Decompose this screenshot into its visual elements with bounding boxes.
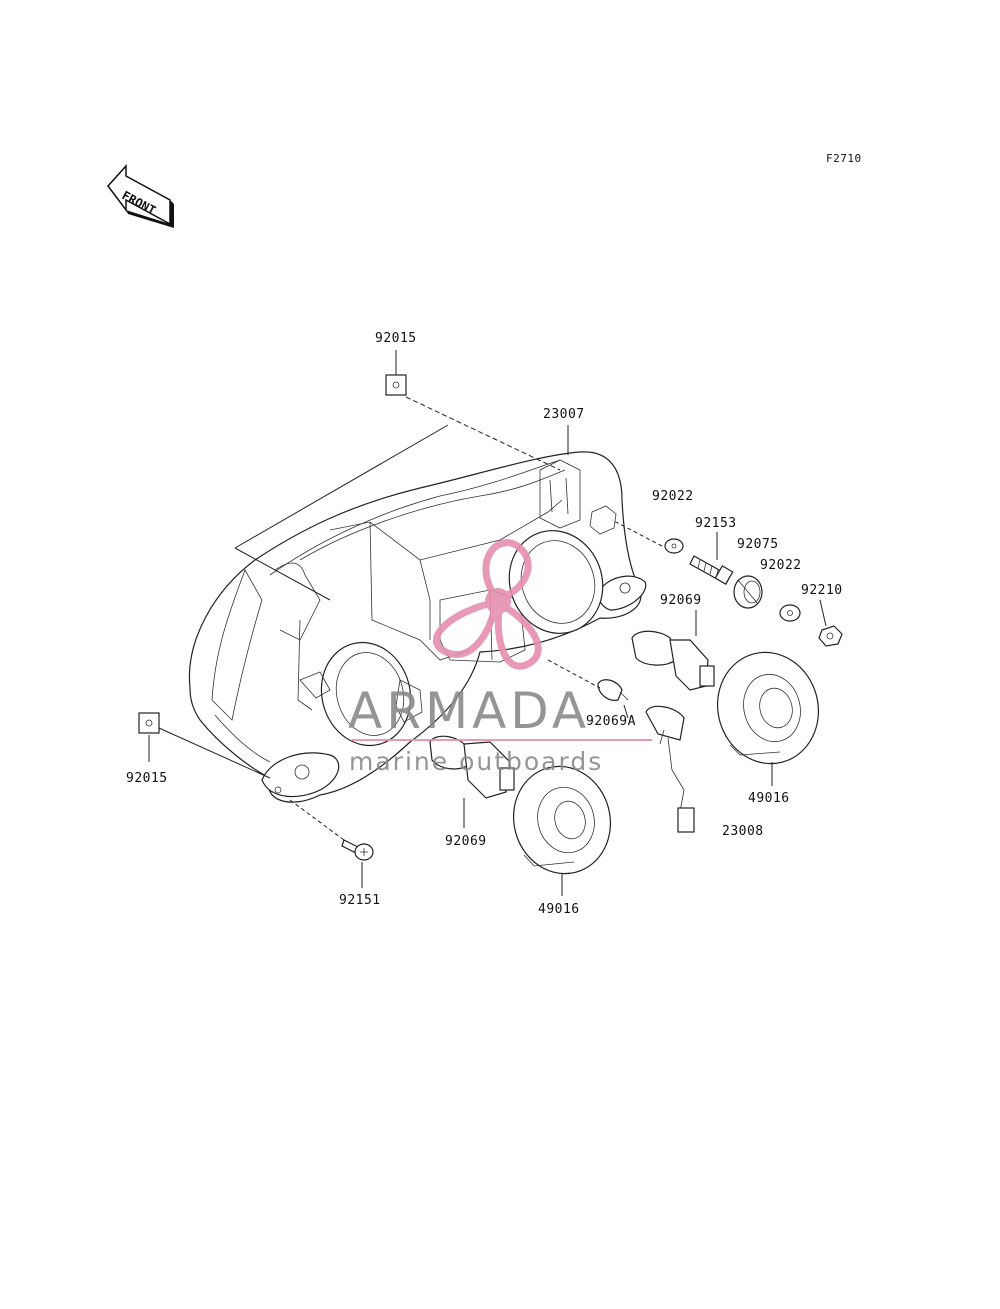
- low-beam-reflector: [299, 641, 423, 747]
- part-label[interactable]: 92151: [339, 893, 381, 908]
- dust-cover-left: [512, 765, 612, 875]
- figure-code: F2710: [826, 152, 862, 165]
- socket-wiring: [645, 705, 695, 833]
- part-label[interactable]: 23007: [543, 407, 585, 422]
- washer-b: [779, 604, 801, 622]
- watermark: ARMADA marine outboards: [348, 539, 652, 776]
- watermark-brand: ARMADA: [348, 682, 590, 740]
- bulb-position: [597, 679, 629, 701]
- clip-nut-left: [138, 712, 160, 734]
- part-label[interactable]: 92069: [445, 834, 487, 849]
- propeller-logo-icon: [432, 539, 542, 670]
- part-label[interactable]: 92069A: [586, 714, 636, 729]
- part-label[interactable]: 23008: [722, 824, 764, 839]
- leader-lines: [148, 350, 827, 896]
- bulb-left: [429, 735, 515, 799]
- washer-a: [664, 538, 684, 554]
- part-labels: 92015 23007 92022 92153 92075 92022 9221…: [126, 331, 843, 917]
- part-label[interactable]: 92210: [801, 583, 843, 598]
- clip-nut-top: [385, 374, 407, 396]
- watermark-tagline: marine outboards: [349, 747, 603, 776]
- part-label[interactable]: 49016: [748, 791, 790, 806]
- front-arrow-icon: FRONT: [107, 164, 174, 228]
- bulb-right: [631, 630, 715, 691]
- part-label[interactable]: 92015: [126, 771, 168, 786]
- adjuster-bolt: [689, 555, 734, 585]
- part-label[interactable]: 49016: [538, 902, 580, 917]
- high-beam-reflector: [508, 530, 604, 634]
- part-label[interactable]: 92075: [737, 537, 779, 552]
- grommet: [733, 575, 763, 609]
- dust-cover-right: [716, 651, 820, 765]
- part-label[interactable]: 92022: [760, 558, 802, 573]
- part-label[interactable]: 92069: [660, 593, 702, 608]
- nut: [818, 625, 843, 647]
- part-label[interactable]: 92015: [375, 331, 417, 346]
- part-label[interactable]: 92022: [652, 489, 694, 504]
- part-label[interactable]: 92153: [695, 516, 737, 531]
- screw: [341, 839, 374, 861]
